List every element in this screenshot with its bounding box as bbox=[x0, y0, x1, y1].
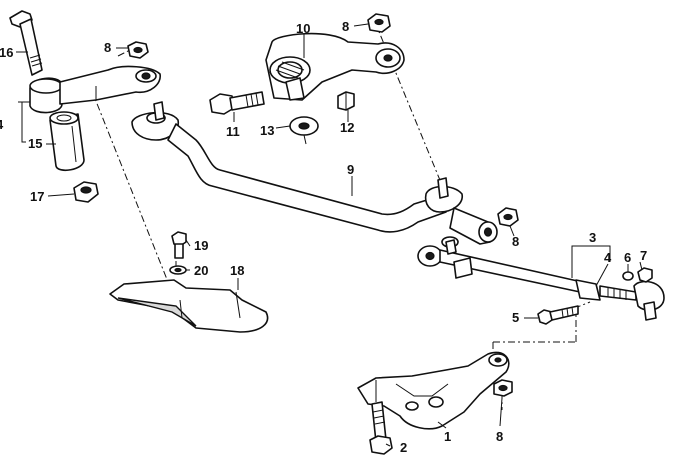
bushing-15 bbox=[49, 111, 85, 172]
leader-lines bbox=[16, 23, 643, 447]
bolt-16 bbox=[9, 10, 43, 76]
steering-arm-1 bbox=[357, 351, 510, 430]
callout-11: 11 bbox=[226, 124, 240, 139]
callout-12: 12 bbox=[340, 120, 354, 135]
nut-17 bbox=[73, 181, 99, 203]
callout-16: 16 bbox=[0, 45, 13, 60]
pitman-arm-10 bbox=[265, 32, 405, 101]
shield-18 bbox=[109, 279, 269, 333]
callout-8-upper-left: 8 bbox=[104, 40, 111, 55]
callout-8-lower: 8 bbox=[496, 429, 503, 444]
callout-9: 9 bbox=[347, 162, 354, 177]
callout-3: 3 bbox=[589, 230, 596, 245]
callout-20: 20 bbox=[194, 263, 208, 278]
callout-15: 15 bbox=[28, 136, 42, 151]
bolt-11 bbox=[209, 91, 265, 115]
nut-8-mid-right bbox=[497, 207, 519, 227]
bolt-19 bbox=[171, 231, 187, 259]
callout-6: 6 bbox=[624, 250, 631, 265]
callout-17: 17 bbox=[30, 189, 44, 204]
nut-8-upper-left bbox=[127, 41, 149, 59]
callout-10: 10 bbox=[296, 21, 310, 36]
callout-13: 13 bbox=[260, 123, 274, 138]
callouts: 16 4 15 17 8 10 8 11 13 12 9 8 3 4 6 7 5… bbox=[0, 19, 647, 455]
washer-6 bbox=[622, 271, 634, 281]
callout-8-upper-right: 8 bbox=[342, 19, 349, 34]
callout-8-mid-right: 8 bbox=[512, 234, 519, 249]
center-tie-rod-9 bbox=[131, 101, 498, 245]
nut-7 bbox=[637, 267, 653, 283]
callout-2: 2 bbox=[400, 440, 407, 455]
callout-5: 5 bbox=[512, 310, 519, 325]
washer-20 bbox=[169, 265, 187, 275]
callout-4: 4 bbox=[604, 250, 612, 265]
bolt-5 bbox=[537, 305, 579, 325]
callout-14: 4 bbox=[0, 117, 4, 132]
callout-7: 7 bbox=[640, 248, 647, 263]
idler-arm-14 bbox=[29, 65, 161, 114]
bolt-2 bbox=[369, 401, 393, 455]
nut-8-upper-right bbox=[367, 13, 391, 33]
nut-12 bbox=[337, 91, 355, 111]
callout-18: 18 bbox=[230, 263, 244, 278]
callout-19: 19 bbox=[194, 238, 208, 253]
callout-1: 1 bbox=[444, 429, 451, 444]
nut-8-lower bbox=[493, 379, 513, 397]
washer-13 bbox=[289, 116, 319, 145]
tie-rod-assembly-3 bbox=[417, 236, 665, 321]
